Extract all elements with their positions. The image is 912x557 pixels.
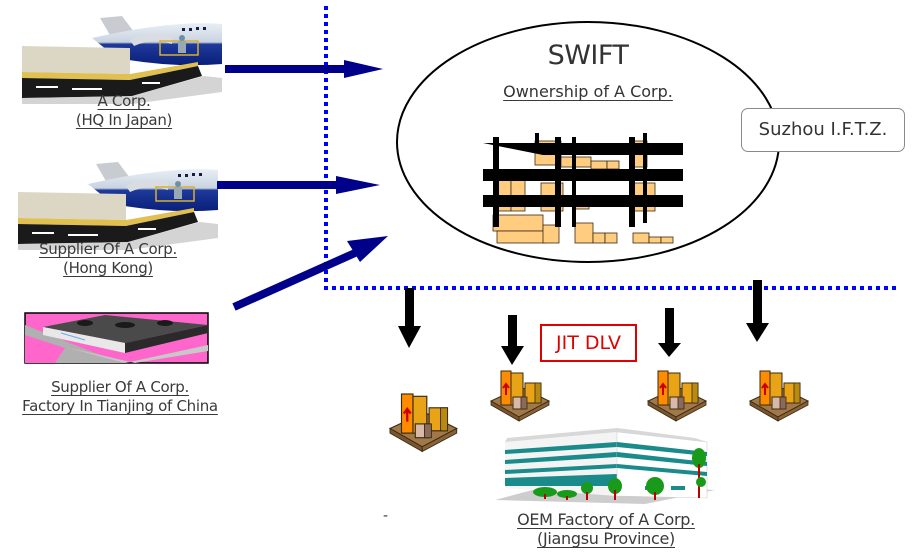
hub-title: SWIFT (547, 40, 629, 71)
source-label-supplier-tianjin: Supplier Of A Corp. Factory In Tianjing … (22, 378, 218, 415)
pallet-boxes-icon (388, 392, 458, 453)
pallet-boxes-icon (647, 370, 707, 422)
office-building-icon (495, 428, 715, 504)
inbound-arrow (217, 176, 380, 194)
destination-label: OEM Factory of A Corp. (Jiangsu Province… (517, 510, 695, 548)
stray-mark: - (383, 508, 389, 524)
delivery-label: JIT DLV (540, 324, 637, 362)
source-label-a-corp: A Corp. (HQ In Japan) (75, 92, 173, 129)
delivery-arrow (746, 280, 769, 342)
factory-building-icon (24, 312, 209, 364)
cargo-plane-icon (17, 161, 219, 251)
zone-border (324, 6, 898, 290)
hub-subtitle: Ownership of A Corp. (503, 82, 673, 101)
cargo-plane-icon (21, 15, 223, 105)
pallet-boxes-icon (749, 370, 809, 422)
delivery-arrow (658, 308, 681, 357)
pallet-boxes-icon (490, 370, 550, 422)
inbound-arrow (225, 60, 383, 78)
delivery-arrow (398, 288, 421, 348)
zone-label: Suzhou I.F.T.Z. (741, 108, 905, 152)
inbound-arrow (232, 236, 388, 311)
warehouse-racks-icon (483, 133, 683, 244)
delivery-arrow (501, 315, 524, 365)
source-label-supplier-hk: Supplier Of A Corp. (Hong Kong) (39, 240, 177, 277)
